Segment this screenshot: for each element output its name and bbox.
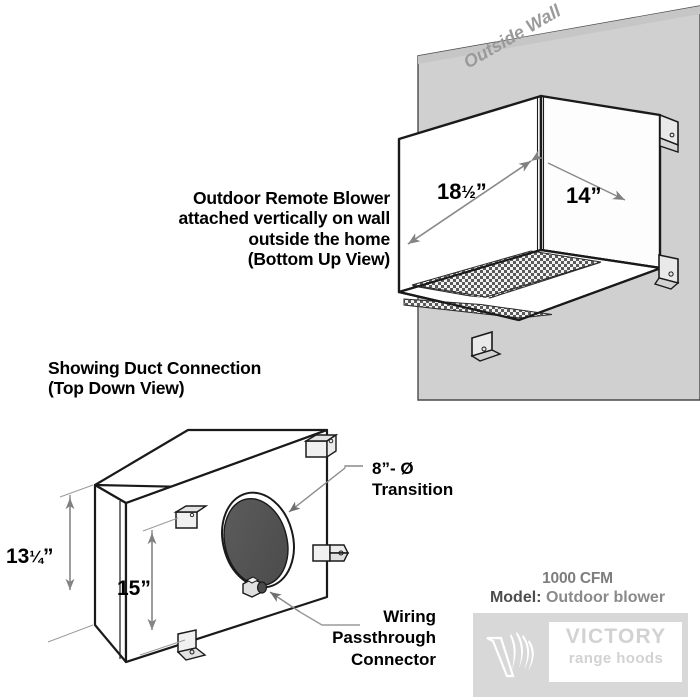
leader-transition — [288, 465, 363, 513]
dimension-15 — [139, 517, 186, 656]
dimension-label-width: 18½” — [437, 179, 487, 205]
dimension-unit-inch-2: ” — [590, 183, 602, 208]
dimension-fraction-quarter: ¼ — [29, 548, 44, 567]
duct-transition — [221, 491, 295, 589]
dimension-value-15: 15 — [117, 577, 141, 600]
model-label: Model: — [489, 589, 542, 606]
model-info-block: 1000 CFM Model: Outdoor blower — [470, 570, 685, 607]
wiring-passthrough-connector — [242, 576, 268, 598]
model-value: Outdoor blower — [545, 589, 666, 606]
dimension-value-18: 18 — [437, 179, 462, 204]
upper-view-callout: Outdoor Remote Blower attached verticall… — [178, 188, 391, 270]
dimension-unit-inch-1: ” — [475, 179, 487, 204]
dimension-label-height-overall: 13¼” — [6, 545, 54, 569]
brand-name: VICTORY — [565, 625, 667, 648]
cfm-rating: 1000 CFM — [542, 570, 613, 587]
dimension-value-13: 13 — [6, 545, 30, 568]
brand-tagline: range hoods — [568, 650, 664, 667]
lower-view-callout: Showing Duct Connection (Top Down View) — [48, 358, 262, 399]
logo-text-panel — [549, 622, 682, 682]
lower-blower-housing — [93, 428, 350, 664]
dimension-unit-inch-3: ” — [43, 545, 54, 568]
wiring-connector-label: Wiring Passthrough Connector — [332, 607, 436, 669]
leader-wiring — [269, 591, 360, 626]
dimension-value-14: 14 — [566, 183, 591, 208]
dimension-13-25 — [47, 484, 94, 643]
victory-flame-icon — [486, 632, 534, 678]
dimension-label-height-body: 15” — [117, 577, 151, 601]
brand-logo: VICTORY range hoods — [473, 613, 688, 697]
dimension-14 — [547, 162, 626, 201]
transition-label: 8”- Ø Transition — [372, 459, 454, 500]
dimension-fraction-half: ½ — [461, 181, 476, 202]
model-name-row: Model: Outdoor blower — [470, 589, 685, 607]
dimension-unit-inch-4: ” — [140, 577, 151, 600]
dimension-label-depth: 14” — [566, 183, 601, 209]
dimension-18-5 — [407, 150, 544, 245]
